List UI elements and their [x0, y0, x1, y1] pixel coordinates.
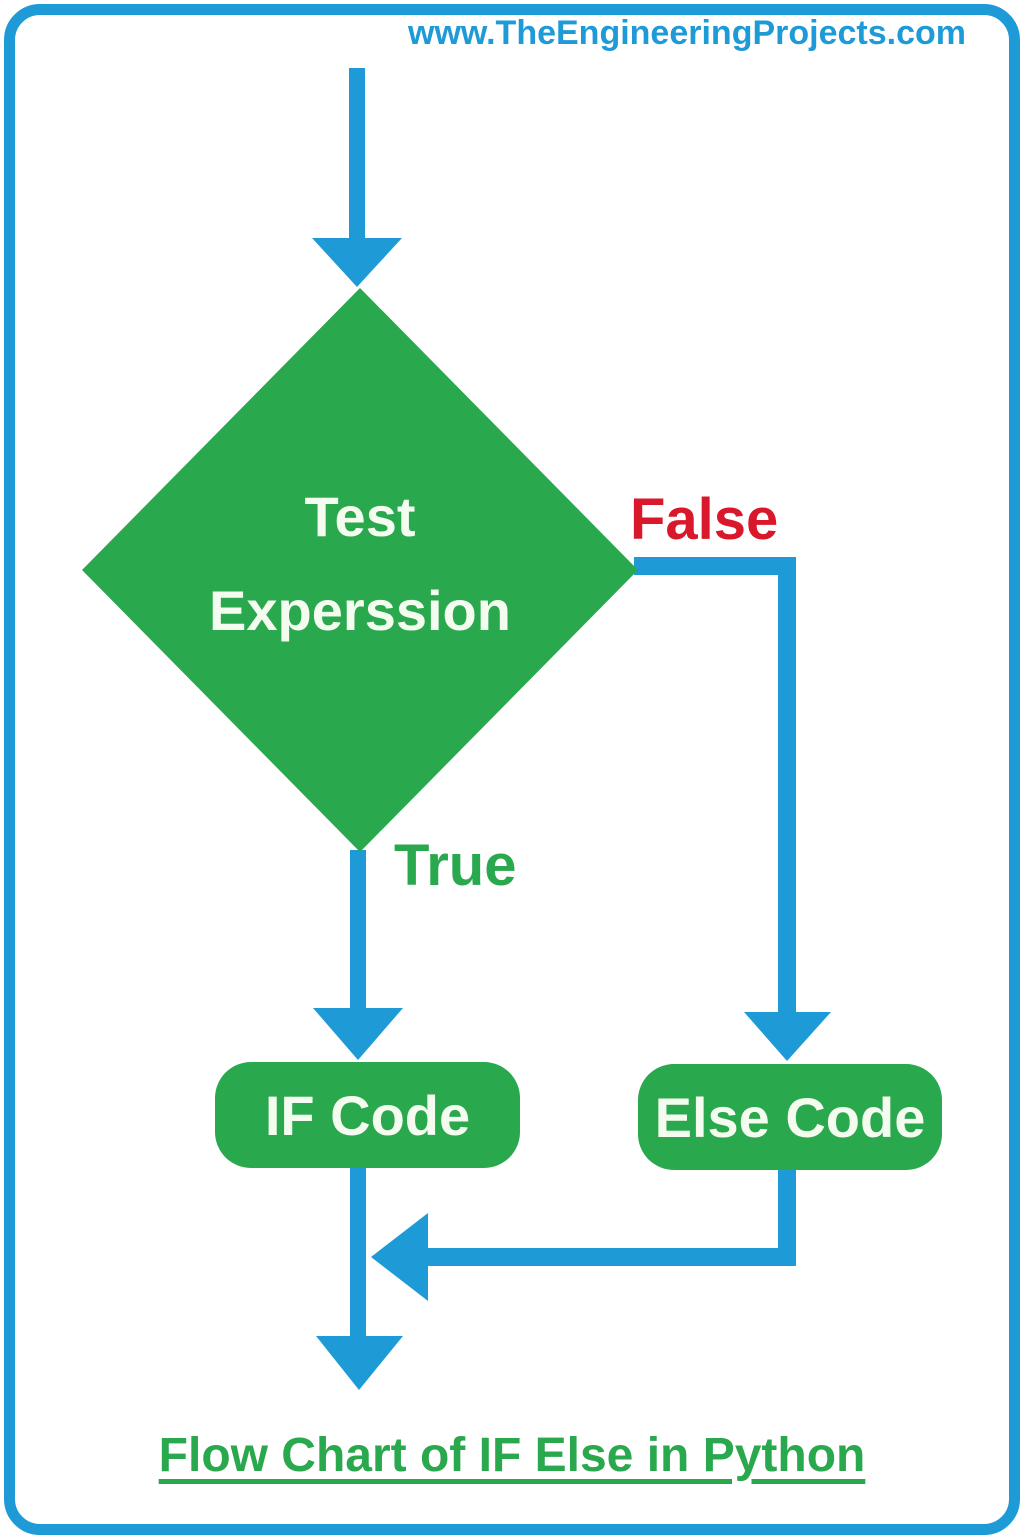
false-branch-arrow-icon	[634, 557, 831, 1061]
chart-caption: Flow Chart of IF Else in Python	[158, 1429, 866, 1482]
true-branch-label: True	[394, 833, 517, 898]
if-code-box: IF Code	[215, 1062, 520, 1168]
decision-label-line1: Test	[304, 485, 416, 548]
entry-arrow-icon	[312, 68, 402, 287]
site-watermark: www.TheEngineeringProjects.com	[408, 14, 966, 52]
merge-arrow-icon	[371, 1168, 796, 1301]
false-branch-label: False	[630, 487, 779, 552]
decision-label: Test Experssion	[110, 470, 610, 658]
else-code-box: Else Code	[638, 1064, 942, 1170]
decision-label-line2: Experssion	[209, 579, 511, 642]
true-branch-arrow-icon	[313, 850, 403, 1060]
decision-diamond	[82, 288, 638, 852]
exit-arrow-icon	[316, 1166, 403, 1390]
